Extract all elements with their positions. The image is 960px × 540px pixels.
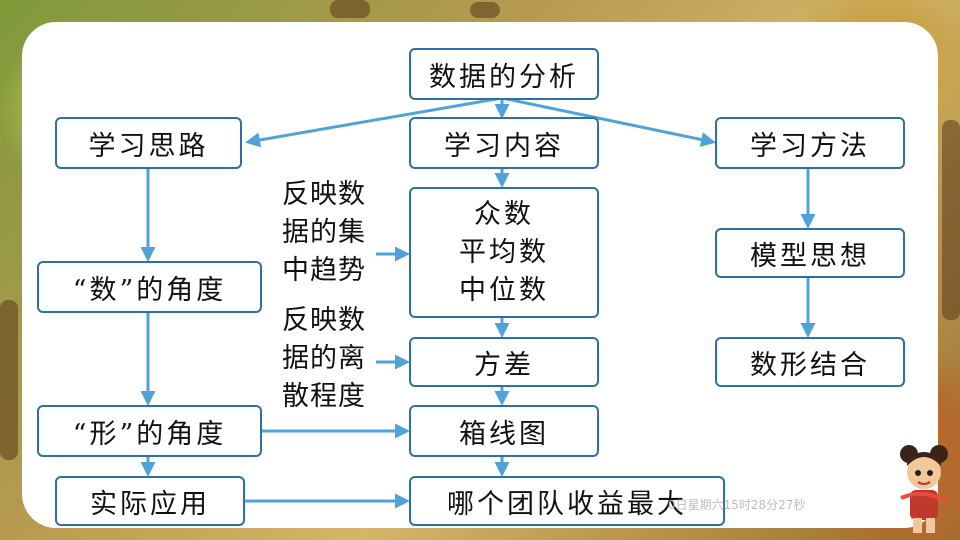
label-line: 据的离 (282, 343, 366, 374)
root-node: 数据的分析 (409, 48, 599, 100)
step-application: 实际应用 (55, 476, 245, 526)
branch-method: 学习方法 (715, 117, 905, 169)
timestamp-watermark: 0日星期六15时28分27秒 (668, 498, 806, 512)
median-text: 中位数 (459, 274, 549, 306)
number-shape-combine-box: 数形结合 (715, 337, 905, 387)
branch-content: 学习内容 (409, 117, 599, 169)
label-line: 反映数 (282, 305, 366, 336)
arrow-root-to-thinking (245, 96, 503, 148)
variance-box: 方差 (409, 337, 599, 387)
label-line: 据的集 (282, 217, 366, 248)
label-line: 散程度 (282, 381, 366, 412)
central-tendency-box: 众数 平均数 中位数 (409, 187, 599, 318)
label-dispersion: 反映数 据的离 散程度 (282, 302, 366, 416)
mode-text: 众数 (474, 198, 534, 230)
boxplot-box: 箱线图 (409, 405, 599, 457)
branch-thinking: 学习思路 (55, 117, 242, 169)
background-stripe (0, 300, 18, 460)
label-line: 反映数 (282, 179, 366, 210)
background-stripe (330, 0, 370, 18)
step-number-angle: “数”的角度 (37, 261, 262, 313)
step-shape-angle: “形”的角度 (37, 405, 262, 457)
mascot-icon (900, 445, 949, 533)
team-profit-box: 哪个团队收益最大 (409, 476, 725, 526)
model-thinking-box: 模型思想 (715, 228, 905, 278)
background-stripe (942, 120, 960, 320)
background-stripe (470, 2, 500, 18)
label-central-tendency: 反映数 据的集 中趋势 (282, 176, 366, 290)
arrow-root-to-method (501, 96, 716, 147)
mean-text: 平均数 (459, 236, 549, 268)
label-line: 中趋势 (282, 255, 366, 286)
